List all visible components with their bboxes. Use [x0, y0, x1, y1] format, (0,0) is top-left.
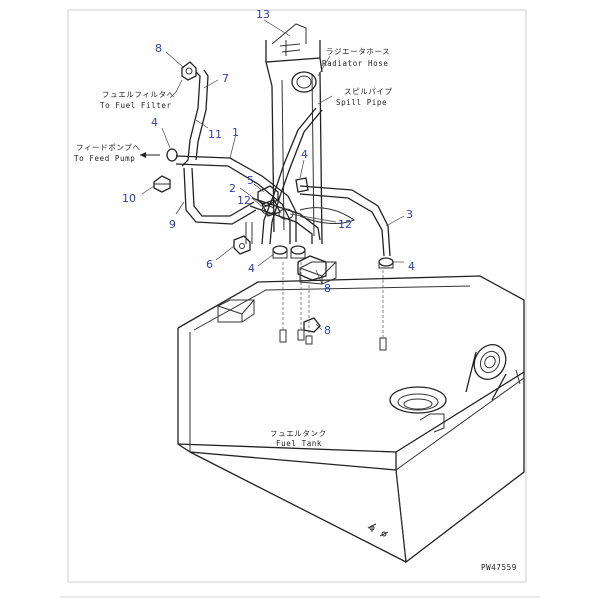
callout-5: 5: [247, 174, 254, 187]
callout-9: 9: [169, 218, 176, 231]
callout-4-center: 4: [301, 148, 308, 161]
hoses: [175, 69, 391, 257]
callout-10: 10: [122, 192, 136, 205]
drawing-border: [67, 9, 527, 583]
callout-4-lower: 4: [248, 262, 255, 275]
assembly-lines: [282, 262, 384, 338]
arrow-icon: [140, 152, 146, 158]
callout-4-left: 4: [151, 116, 158, 129]
spill-pipe-label-en: Spill Pipe: [336, 98, 387, 107]
fuel-tank-label-en: Fuel Tank: [276, 439, 322, 448]
callout-6: 6: [206, 258, 213, 271]
callout-12-right: 12: [338, 218, 352, 231]
callout-12-left: 12: [237, 194, 251, 207]
callout-8-top: 8: [155, 42, 162, 55]
to-fuel-filter-label-en: To Fuel Filter: [100, 101, 172, 110]
radiator-column: [265, 23, 323, 245]
drawing-number: PW47559: [481, 563, 517, 572]
fuel-tank: フュエルタンク Fuel Tank: [177, 261, 525, 564]
callout-8-bottom: 8: [324, 324, 331, 337]
callout-13: 13: [256, 8, 270, 21]
callout-8-mid: 8: [324, 282, 331, 295]
callout-2: 2: [229, 182, 236, 195]
fuel-tank-label-jp: フュエルタンク: [270, 429, 327, 438]
callout-4-right: 4: [408, 260, 415, 273]
callout-3: 3: [406, 208, 413, 221]
to-feed-pump-label-en: To Feed Pump: [74, 154, 135, 163]
to-feed-pump-label-jp: フィードポンプへ: [76, 143, 140, 152]
radiator-hose-port: [291, 71, 317, 93]
radiator-hose-label-en: Radiator Hose: [322, 59, 389, 68]
to-fuel-filter-label-jp: フュエルフィルタへ: [102, 90, 175, 99]
callout-7: 7: [222, 72, 229, 85]
callout-11: 11: [208, 128, 222, 141]
radiator-hose-label-jp: ラジエータホース: [326, 47, 390, 56]
callout-1: 1: [232, 126, 239, 139]
leader-lines: [141, 19, 405, 331]
clamps-fittings: [153, 61, 394, 351]
spill-pipe-label-jp: スピルパイプ: [344, 87, 393, 96]
